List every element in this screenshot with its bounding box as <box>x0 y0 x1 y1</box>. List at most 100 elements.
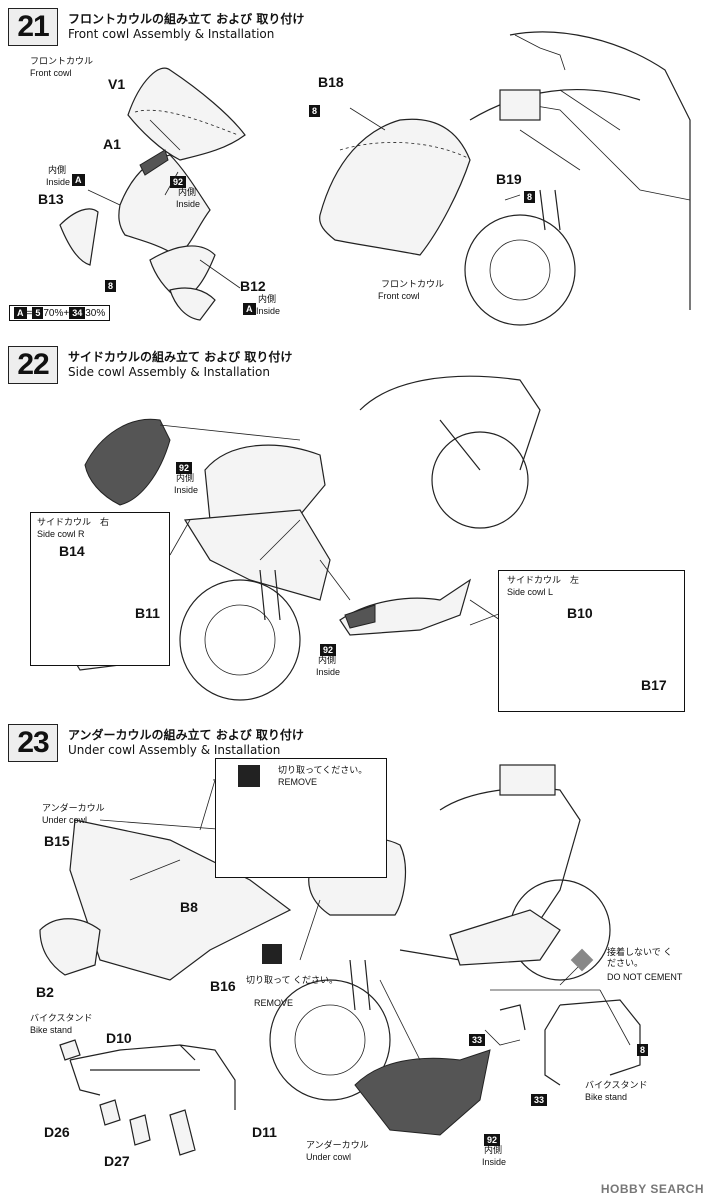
front-wheel <box>464 214 576 326</box>
bike-stand2-label-jp: バイクスタンド <box>585 1080 648 1090</box>
remove-jp: 切り取ってください。 <box>278 765 368 775</box>
bike-stand-parts <box>59 1039 196 1156</box>
side-cowl-l-jp: サイドカウル 左 <box>507 575 580 585</box>
part-b19: B19 <box>496 171 522 187</box>
step-title-jp: フロントカウルの組み立て および 取り付け <box>68 12 305 26</box>
part-b12: B12 <box>240 278 266 294</box>
side-cowl-dark-painted <box>84 418 171 506</box>
cowl-a1-painted-area <box>139 149 169 176</box>
side-cowl-dark-area <box>344 604 376 629</box>
side-cowl-l-en: Side cowl L <box>507 587 554 597</box>
inside-en-b12: Inside <box>256 306 281 316</box>
side-cowl-r-en: Side cowl R <box>37 529 85 539</box>
remove-icon <box>238 765 260 787</box>
front-cowl-screen-line <box>339 142 469 159</box>
color-8-badge-23: 8 <box>637 1040 649 1058</box>
part-d26: D26 <box>44 1124 70 1140</box>
chin-part <box>169 287 216 321</box>
brake-line <box>514 34 566 71</box>
color-a-badge-2: A <box>243 299 256 317</box>
inside-en-a1: Inside <box>176 199 201 209</box>
part-b18: B18 <box>318 74 344 90</box>
front-cowl-label-jp: フロントカウル <box>30 56 94 66</box>
inside-jp-b12: 内側 <box>258 294 277 304</box>
part-b2: B2 <box>36 984 54 1000</box>
inside-jp-22a: 内側 <box>176 473 195 483</box>
front-fork <box>539 189 561 231</box>
front-cowl2-label-en: Front cowl <box>378 291 420 301</box>
color-92-badge-22a: 92 <box>176 458 193 476</box>
color-92-badge-22b: 92 <box>320 640 337 658</box>
part-a1: A1 <box>103 136 121 152</box>
part-b13: B13 <box>38 191 64 207</box>
bike-stand-label-jp: バイクスタンド <box>30 1013 93 1023</box>
inside-jp-23: 内側 <box>484 1145 503 1155</box>
remove2-jp: 切り取って ください。 <box>246 975 339 985</box>
remove-en: REMOVE <box>278 777 318 787</box>
under-cowl2-label-en: Under cowl <box>306 1152 352 1162</box>
remove2-en: REMOVE <box>254 998 294 1008</box>
under-cowl-label-en: Under cowl <box>42 815 88 825</box>
no-cement-callout <box>559 964 581 986</box>
watermark: HOBBY SEARCH <box>600 1182 704 1196</box>
bike-stand-label-en: Bike stand <box>30 1025 73 1035</box>
inside-en-23: Inside <box>482 1157 507 1167</box>
inside-jp-b13: 内側 <box>48 165 67 175</box>
side-cowl-r-jp: サイドカウル 右 <box>37 517 110 527</box>
rear-wheel-22 <box>431 431 529 529</box>
front-cowl-label-en: Front cowl <box>30 68 72 78</box>
color-33-badge-1: 33 <box>469 1030 486 1048</box>
windscreen-v1-part <box>127 67 246 161</box>
remove-inset: 切り取ってください。 REMOVE <box>215 758 387 878</box>
part-d27: D27 <box>104 1153 130 1169</box>
assembly-lines-22a <box>159 424 301 441</box>
intake-b12-part <box>149 245 216 301</box>
part-d10: D10 <box>106 1030 132 1046</box>
step-title-en: Under cowl Assembly & Installation <box>68 743 281 757</box>
no-cement-jp: 接着しないで ください。 <box>607 947 673 968</box>
part-b15: B15 <box>44 833 70 849</box>
assembly-lines-23a <box>299 899 421 1061</box>
step-number: 21 <box>8 8 58 46</box>
front-cowl2-label-jp: フロントカウル <box>381 279 445 289</box>
part-v1: V1 <box>108 76 126 92</box>
part-b8: B8 <box>180 899 198 915</box>
color-8-badge-1: 8 <box>105 276 117 294</box>
assembly-lines-23c <box>490 989 631 1046</box>
part-b16: B16 <box>210 978 236 994</box>
inside-en-22a: Inside <box>174 485 199 495</box>
color-a-badge-1: A <box>72 170 85 188</box>
windscreen-22 <box>204 444 326 521</box>
side-cowl-installed-left <box>339 578 472 636</box>
inside-en-b13: Inside <box>46 177 71 187</box>
under-cowl-installed-dark <box>354 1049 491 1136</box>
front-brake-disc-23 <box>294 1004 366 1076</box>
cowl-b2-part <box>39 918 101 976</box>
inside-jp-22b: 内側 <box>318 655 337 665</box>
bike-stand2-label-en: Bike stand <box>585 1092 628 1102</box>
front-wheel-22 <box>179 579 301 701</box>
inside-en-22b: Inside <box>316 667 341 677</box>
step-title-en: Side cowl Assembly & Installation <box>68 365 270 379</box>
tank-and-frame-22 <box>359 375 541 471</box>
front-brake-disc <box>489 239 551 301</box>
color-92-badge-23: 92 <box>484 1130 501 1148</box>
front-wheel-23 <box>269 979 391 1101</box>
remove-icon-2 <box>262 944 282 964</box>
color-33-badge-2: 33 <box>531 1090 548 1108</box>
color-92-badge: 92 <box>170 172 187 190</box>
ecu-box <box>499 89 541 121</box>
part-d11: D11 <box>252 1124 277 1140</box>
side-cowl-r-inset: サイドカウル 右 Side cowl R B14 B11 <box>30 512 170 666</box>
frame-outline <box>469 31 691 310</box>
bike-stand-left <box>69 1044 236 1110</box>
assembly-lines-22b <box>259 519 501 621</box>
assembly-lines-21a <box>87 119 241 289</box>
front-cowl-installed <box>319 118 471 256</box>
inside-jp-a1: 内側 <box>178 187 197 197</box>
under-cowl-label-jp: アンダーカウル <box>42 803 105 813</box>
under-cowl-parts <box>69 819 292 981</box>
assembly-lines-21b <box>349 107 521 201</box>
step-title-jp: サイドカウルの組み立て および 取り付け <box>68 350 293 364</box>
